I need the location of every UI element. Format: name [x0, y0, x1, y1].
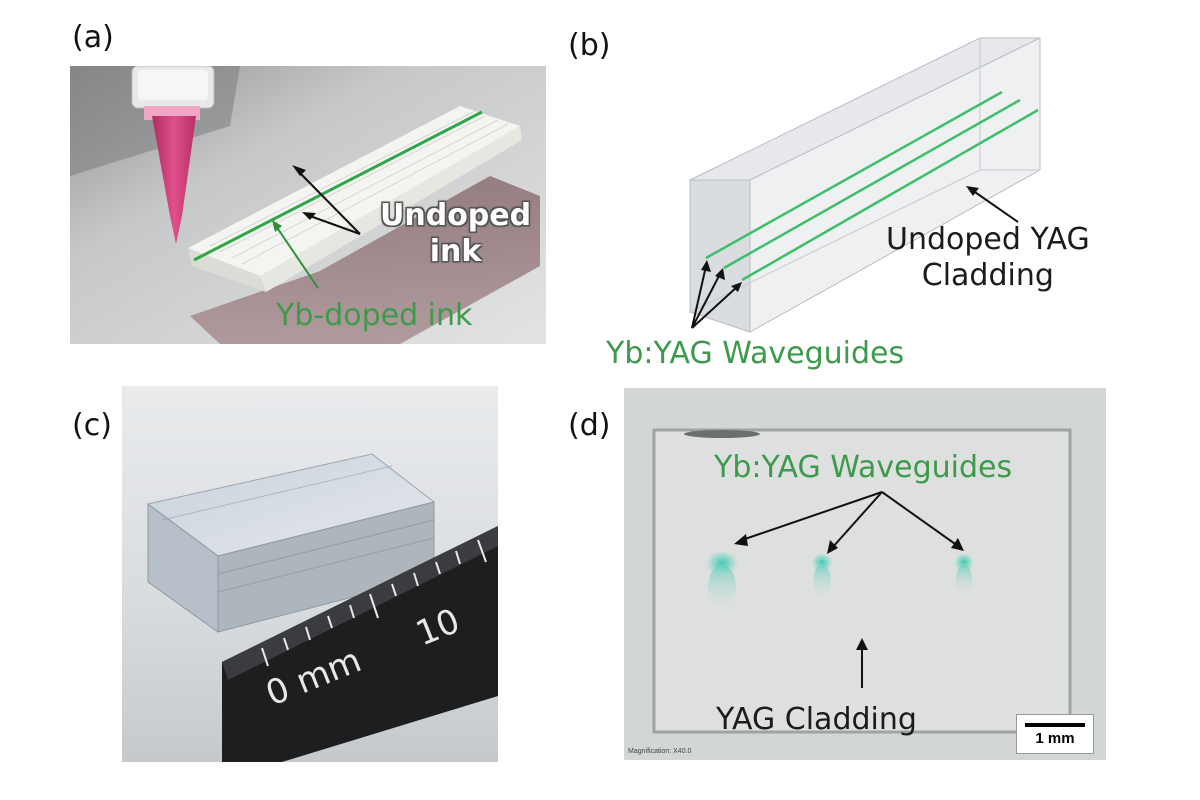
panel-a-photo: [70, 66, 546, 344]
panel-c-letter: (c): [72, 408, 112, 443]
nozzle-tip: [152, 116, 196, 244]
undoped-ink-label-line2: ink: [429, 234, 482, 269]
printed-part: [188, 106, 520, 276]
waveguide-2: [723, 98, 1021, 270]
part-shadow: [190, 176, 540, 344]
cladding-front-face: [689, 179, 751, 333]
panel-b-letter: (b): [568, 28, 611, 63]
scale-bar-box: 1 mm: [1016, 714, 1094, 754]
undoped-yag-cladding-label: Undoped YAG Cladding: [886, 222, 1090, 294]
undoped-yag-cladding-line2: Cladding: [921, 258, 1054, 293]
panel-c-photo: 0 mm 10: [122, 386, 498, 762]
scale-bar: [1025, 723, 1085, 727]
waveguides-label-b: Yb:YAG Waveguides: [606, 336, 905, 371]
ruler: [222, 526, 498, 762]
yag-cladding-label: YAG Cladding: [716, 702, 917, 737]
panel-d-micrograph: [624, 388, 1106, 760]
undoped-yag-cladding-line1: Undoped YAG: [886, 222, 1090, 257]
waveguide-1: [705, 90, 1003, 260]
yb-doped-ink-label: Yb-doped ink: [276, 298, 473, 333]
panel-a-letter: (a): [72, 20, 114, 55]
panel-d-letter: (d): [568, 408, 611, 443]
magnification-readout: Magnification: X40.0: [628, 748, 692, 755]
waveguides-label-d: Yb:YAG Waveguides: [714, 450, 1013, 485]
undoped-ink-label: Undoped ink: [380, 198, 531, 270]
doped-ink-line: [193, 110, 483, 262]
waveguide-3: [741, 108, 1039, 282]
panel-b-diagram: [560, 30, 1160, 350]
scale-bar-label: 1 mm: [1035, 730, 1075, 747]
undoped-ink-label-line1: Undoped: [380, 198, 532, 233]
